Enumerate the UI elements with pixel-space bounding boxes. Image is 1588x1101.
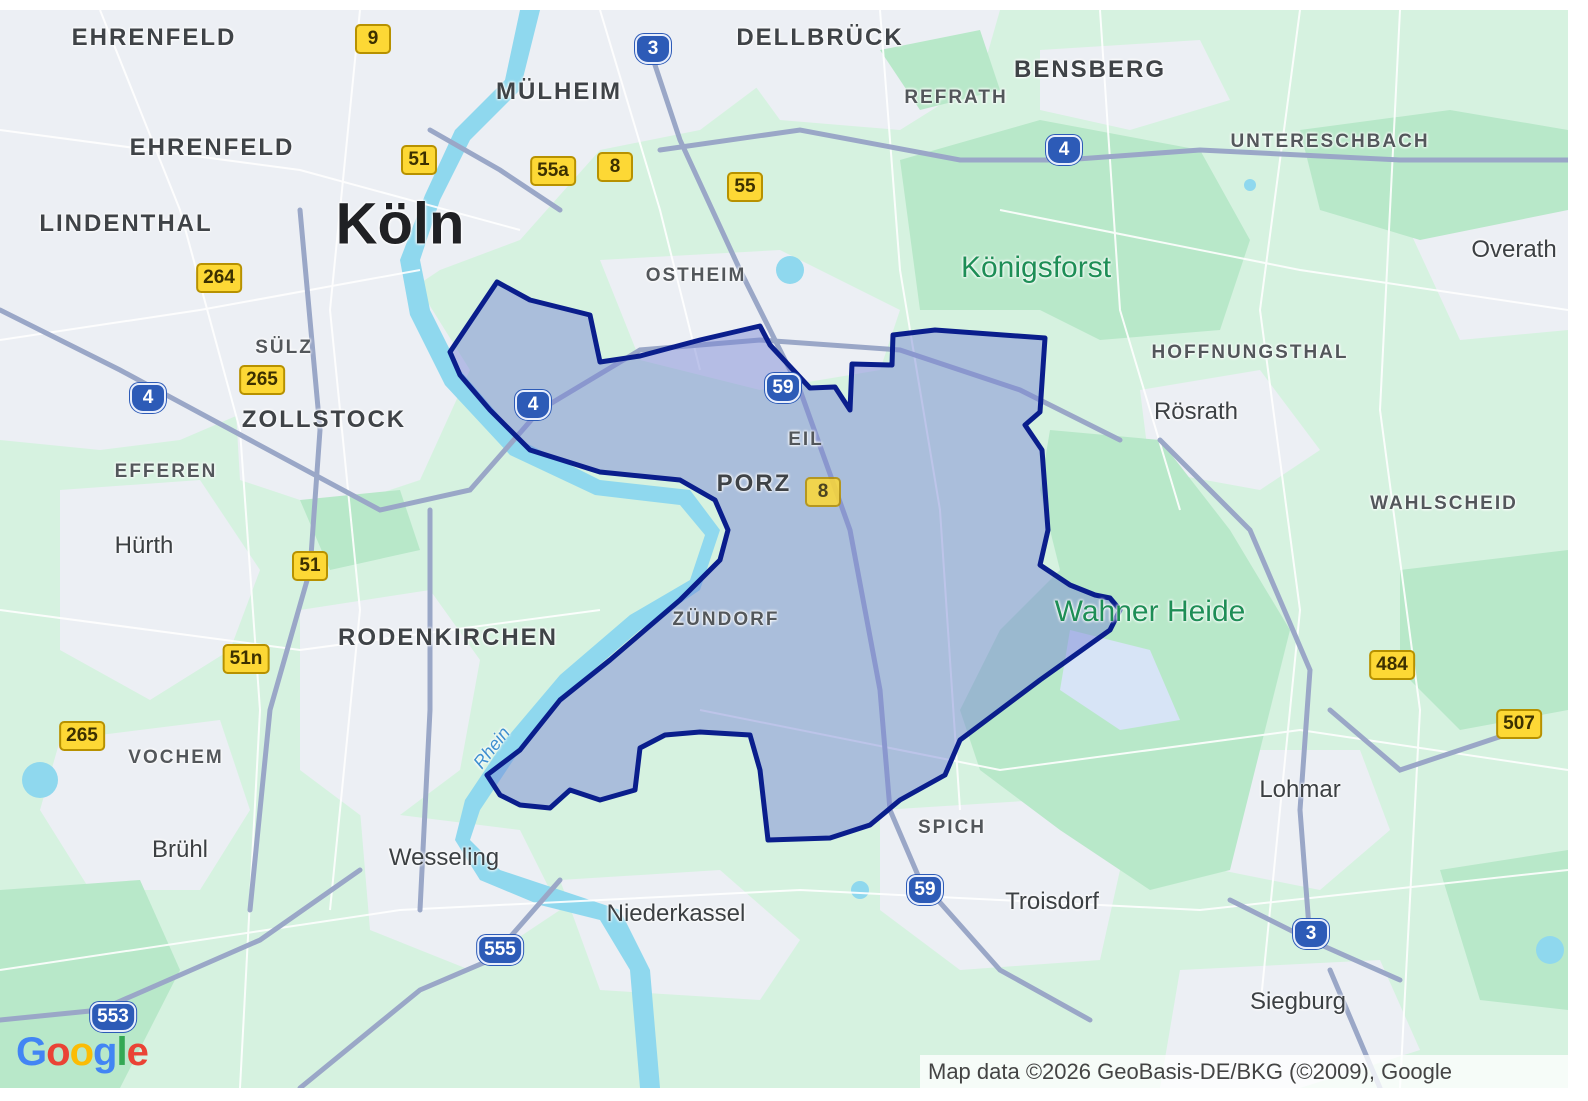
google-logo[interactable]: Google (16, 1030, 149, 1075)
map-base-layer (0, 10, 1568, 1088)
logo-letter: g (93, 1030, 117, 1074)
road-shield[interactable]: 264 (196, 263, 242, 293)
motorway-shield[interactable]: 4 (1046, 135, 1082, 165)
road-shield[interactable]: 55a (530, 156, 576, 186)
motorway-shield[interactable]: 553 (90, 1002, 136, 1032)
motorway-shield[interactable]: 4 (130, 383, 166, 413)
logo-letter: o (69, 1030, 94, 1074)
road-shield[interactable]: 265 (239, 365, 285, 395)
motorway-shield[interactable]: 555 (477, 935, 523, 965)
water-areas (22, 10, 1564, 1088)
motorway-shield[interactable]: 4 (515, 390, 551, 420)
road-shield[interactable]: 51n (222, 644, 270, 674)
map-canvas[interactable]: Köln EHRENFELD EHRENFELD MÜLHEIM DELLBRÜ… (0, 10, 1568, 1088)
logo-letter: l (116, 1030, 127, 1074)
road-shield[interactable]: 8 (805, 477, 841, 507)
road-shield[interactable]: 265 (59, 721, 105, 751)
urban-areas (0, 10, 1568, 1088)
road-shield[interactable]: 507 (1496, 709, 1542, 739)
motorway-shield[interactable]: 59 (907, 875, 943, 905)
minor-roads (0, 10, 1568, 1088)
logo-letter: o (46, 1030, 70, 1074)
road-shield[interactable]: 51 (292, 551, 328, 581)
logo-letter: e (126, 1030, 149, 1074)
logo-letter: G (16, 1030, 47, 1074)
motorway-shield[interactable]: 3 (635, 34, 671, 64)
road-shield[interactable]: 55 (727, 172, 763, 202)
porz-boundary[interactable] (447, 279, 1123, 843)
motorway-shield[interactable]: 3 (1293, 919, 1329, 949)
road-shield[interactable]: 51 (401, 145, 437, 175)
road-shield[interactable]: 8 (597, 152, 633, 182)
motorway-shield[interactable]: 59 (765, 373, 801, 403)
road-shield[interactable]: 9 (355, 24, 391, 54)
map-attribution[interactable]: Map data ©2026 GeoBasis-DE/BKG (©2009), … (920, 1055, 1578, 1089)
road-shield[interactable]: 484 (1369, 650, 1415, 680)
